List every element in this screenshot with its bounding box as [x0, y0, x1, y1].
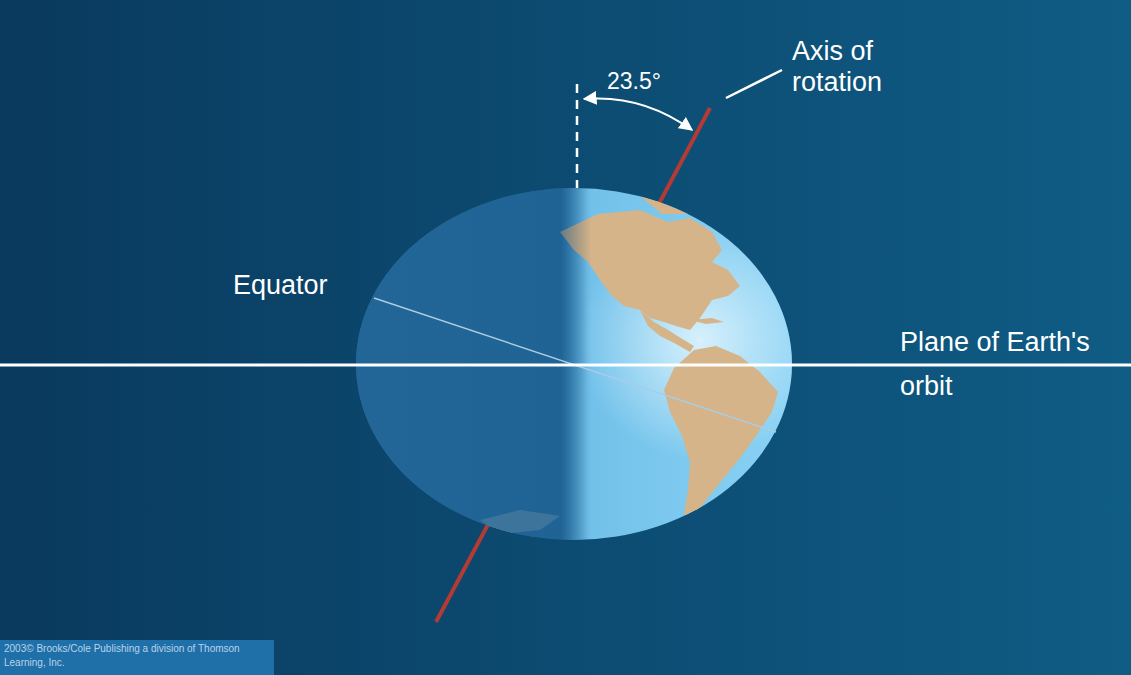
orbit-plane-label-box: Plane of Earth's orbit: [900, 320, 1100, 408]
angle-label: 23.5°: [607, 68, 661, 94]
orbit-plane-line: [0, 364, 1131, 367]
equator-label-box: Equator: [233, 270, 373, 301]
axis-label: Axis of rotation: [792, 36, 882, 97]
angle-arc: [584, 98, 692, 130]
vertical-reference: [576, 84, 579, 188]
angle-label-box: 23.5°: [607, 67, 697, 95]
equator-label: Equator: [233, 270, 328, 300]
axis-label-box: Axis of rotation: [792, 36, 942, 98]
leader-line: [726, 70, 782, 98]
watermark-ground: [0, 640, 274, 675]
watermark-box: 2003© Brooks/Cole Publishing a division …: [4, 642, 266, 670]
watermark: 2003© Brooks/Cole Publishing a division …: [4, 643, 240, 668]
orbit-plane-label: Plane of Earth's orbit: [900, 327, 1090, 401]
